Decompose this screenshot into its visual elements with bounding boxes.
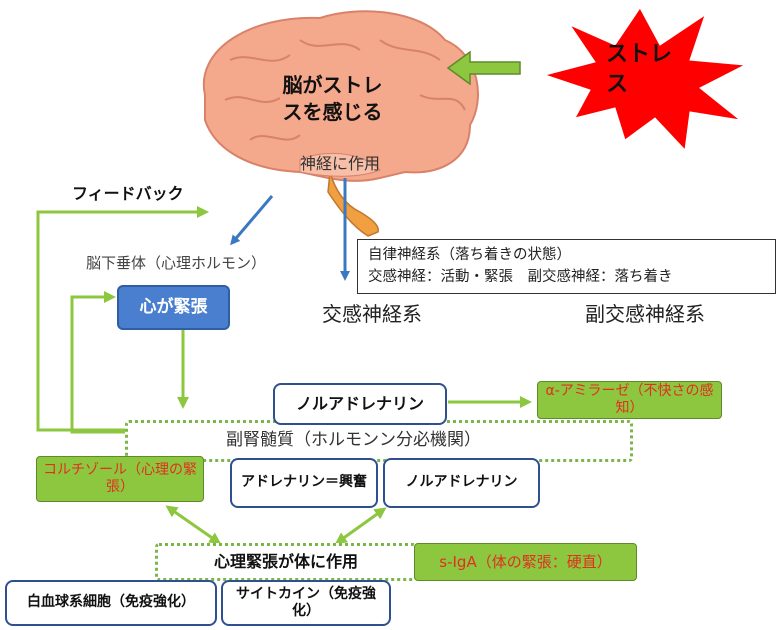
parasympathetic-label: 副交感神経系 bbox=[585, 302, 705, 326]
stress-to-brain-arrow bbox=[446, 50, 521, 86]
amylase-box: α-アミラーゼ（不快さの感知） bbox=[537, 381, 722, 419]
brain-illustration bbox=[202, 10, 479, 237]
stress-label: ストレス bbox=[606, 42, 673, 97]
sympathetic-label: 交感神経系 bbox=[322, 302, 422, 326]
cytokine-box: サイトカイン（免疫強化） bbox=[221, 580, 391, 626]
wbc-box: 白血球系細胞（免疫強化） bbox=[5, 580, 217, 626]
feedback-loop-outer bbox=[36, 206, 209, 432]
cortisol-box: コルチゾール（心理の緊張） bbox=[36, 456, 204, 502]
autonomic-box: 自律神経系（落ち着きの状態） 交感神経：活動・緊張 副交感神経：落ち着き bbox=[357, 239, 776, 294]
body-effect-box: 心理緊張が体に作用 bbox=[155, 543, 417, 581]
cortisol-body-arrow bbox=[165, 505, 222, 545]
pituitary-label: 脳下垂体（心理ホルモン） bbox=[86, 254, 267, 272]
siga-box: s-IgA（体の緊張：硬直） bbox=[414, 543, 637, 581]
noradrenaline-body-arrow bbox=[334, 507, 387, 545]
noradrenaline-box: ノルアドレナリン bbox=[383, 458, 540, 508]
noradrenaline-top-box: ノルアドレナリン bbox=[273, 383, 447, 425]
feedback-loop-inner bbox=[70, 291, 125, 434]
brain-to-pituitary-arrow bbox=[230, 195, 274, 246]
brain-label: 脳がストレスを感じる bbox=[282, 73, 383, 124]
stress-burst bbox=[543, 7, 747, 152]
adrenaline-box: アドレナリン＝興奮 bbox=[230, 458, 378, 508]
nerve-label: 神経に作用 bbox=[300, 154, 381, 173]
feedback-label: フィードバック bbox=[72, 184, 184, 203]
autonomic-line-1: 自律神経系（落ち着きの状態） bbox=[368, 247, 571, 264]
tension-box: 心が緊張 bbox=[117, 285, 230, 330]
autonomic-line-2: 交感神経：活動・緊張 副交感神経：落ち着き bbox=[368, 268, 673, 285]
